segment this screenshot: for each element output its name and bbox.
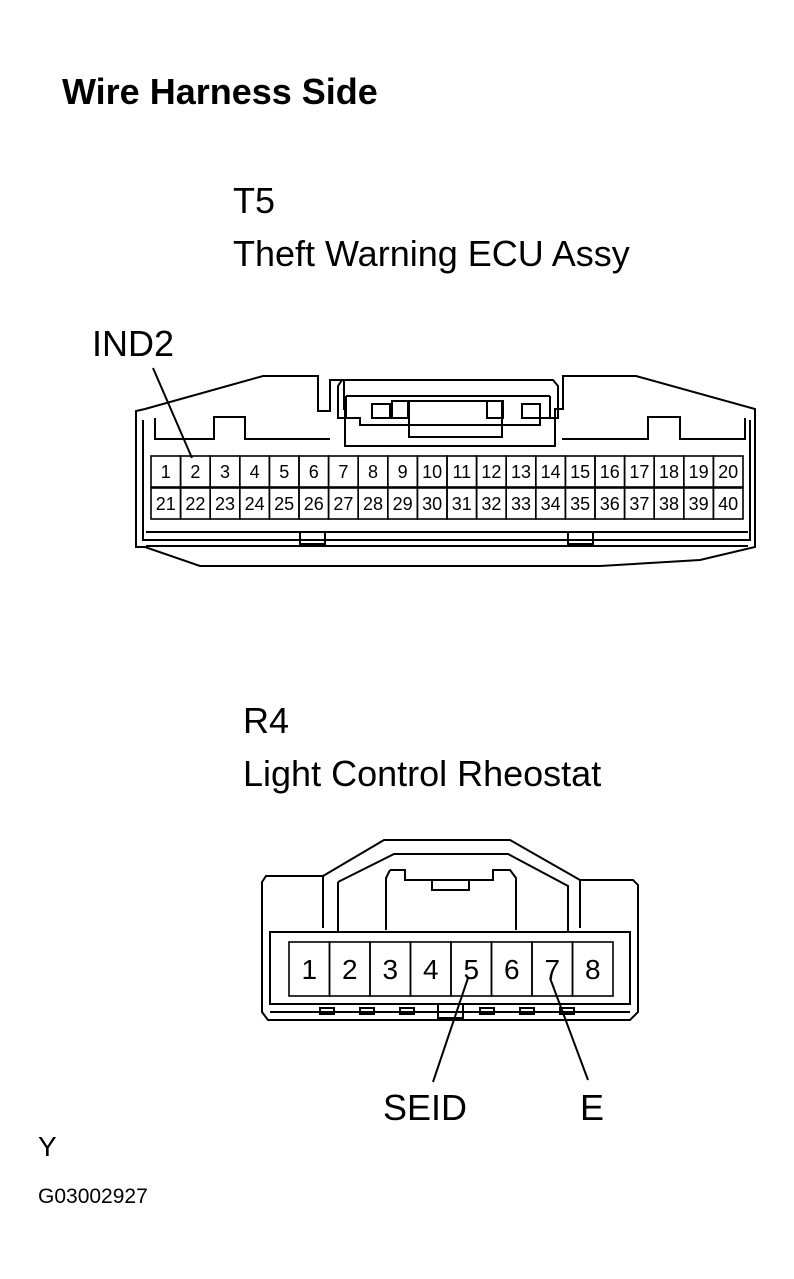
t5-pin-7-label: 7 (338, 462, 348, 482)
t5-pin-40-label: 40 (718, 494, 738, 514)
r4-pin-1-label: 1 (301, 954, 317, 985)
t5-pin-10-label: 10 (422, 462, 442, 482)
ind2-callout-label: IND2 (92, 323, 175, 364)
t5-pin-2-label: 2 (190, 462, 200, 482)
t5-pin-5-label: 5 (279, 462, 289, 482)
figure-id: G03002927 (38, 1185, 148, 1208)
t5-pin-15-label: 15 (570, 462, 590, 482)
r4-pin-7-label: 7 (544, 954, 560, 985)
r4-pin-5-label: 5 (463, 954, 479, 985)
t5-pin-6-label: 6 (309, 462, 319, 482)
r4-connector-code: R4 (243, 700, 290, 741)
t5-pin-20-label: 20 (718, 462, 738, 482)
t5-pin-14-label: 14 (541, 462, 561, 482)
t5-pin-17-label: 17 (629, 462, 649, 482)
t5-pin-25-label: 25 (274, 494, 294, 514)
r4-pin-8-cell (571, 941, 614, 997)
r4-pin-6-label: 6 (504, 954, 520, 985)
t5-pin-31-label: 31 (452, 494, 472, 514)
t5-pin-34-label: 34 (541, 494, 561, 514)
t5-pin-13-label: 13 (511, 462, 531, 482)
t5-pin-29-label: 29 (393, 494, 413, 514)
r4-connector-name: Light Control Rheostat (243, 753, 602, 794)
t5-pin-3-label: 3 (220, 462, 230, 482)
t5-connector-name: Theft Warning ECU Assy (233, 233, 630, 274)
t5-pin-33-label: 33 (511, 494, 531, 514)
t5-pin-26-label: 26 (304, 494, 324, 514)
seid-callout-label: SEID (383, 1087, 468, 1128)
t5-pin-35-label: 35 (570, 494, 590, 514)
r4-pin-4-label: 4 (423, 954, 439, 985)
t5-pin-20-cell (712, 455, 744, 488)
t5-pin-38-label: 38 (659, 494, 679, 514)
t5-pin-24-label: 24 (245, 494, 265, 514)
r4-pin-2-label: 2 (342, 954, 358, 985)
t5-pin-40-cell (712, 487, 744, 520)
corner-mark: Y (38, 1131, 57, 1162)
ind2-leader-line (152, 367, 193, 459)
r4-pin-8-label: 8 (585, 954, 601, 985)
t5-pin-18-label: 18 (659, 462, 679, 482)
r4-pin-3-label: 3 (382, 954, 398, 985)
t5-pin-22-label: 22 (185, 494, 205, 514)
t5-pin-28-label: 28 (363, 494, 383, 514)
t5-pin-32-label: 32 (481, 494, 501, 514)
t5-pin-23-label: 23 (215, 494, 235, 514)
t5-pin-27-label: 27 (333, 494, 353, 514)
e-callout-label: E (580, 1087, 605, 1128)
t5-pin-11-label: 11 (452, 462, 471, 482)
t5-pin-16-label: 16 (600, 462, 620, 482)
t5-pin-4-label: 4 (250, 462, 260, 482)
t5-pin-12-label: 12 (481, 462, 501, 482)
t5-pin-30-label: 30 (422, 494, 442, 514)
t5-connector-body (135, 375, 756, 567)
t5-pin-36-label: 36 (600, 494, 620, 514)
t5-pin-19-label: 19 (689, 462, 709, 482)
t5-connector-code: T5 (233, 180, 276, 221)
e-leader-line (549, 977, 589, 1081)
t5-pin-37-label: 37 (629, 494, 649, 514)
t5-pin-21-label: 21 (156, 494, 176, 514)
t5-pin-1-label: 1 (161, 462, 171, 482)
seid-leader-line (432, 977, 469, 1083)
t5-pin-39-label: 39 (689, 494, 709, 514)
r4-connector-body (261, 839, 639, 1021)
page-title: Wire Harness Side (62, 71, 378, 112)
t5-pin-8-label: 8 (368, 462, 378, 482)
t5-pin-9-label: 9 (398, 462, 408, 482)
